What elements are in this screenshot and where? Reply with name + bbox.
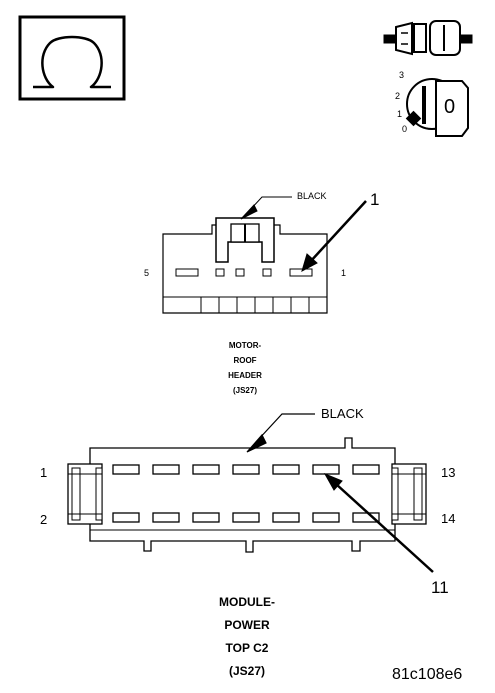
- roof-name-line-3: HEADER: [228, 371, 262, 380]
- ignition-key-label: 0: [444, 96, 456, 118]
- roof-name-line-1: MOTOR-: [228, 341, 262, 350]
- module-name-line-2: POWER: [224, 618, 270, 632]
- roof-callout-number: 1: [370, 190, 380, 209]
- module-pin-bottom-left: 2: [40, 512, 48, 527]
- roof-pin-left: 5: [144, 268, 150, 278]
- module-name-line-3: TOP C2: [225, 641, 269, 655]
- roof-connector-cavities: [175, 268, 313, 277]
- ignition-key-icon: [405, 78, 469, 137]
- roof-pin-right: 1: [341, 268, 347, 278]
- module-black-leader: [246, 413, 315, 453]
- module-connector: [67, 437, 427, 553]
- roof-connector-name: MOTOR- ROOF HEADER (JS27): [205, 338, 285, 398]
- module-callout-arrow: [323, 472, 434, 573]
- roof-name-line-4: (JS27): [232, 386, 257, 395]
- module-pin-top-right: 13: [441, 465, 456, 480]
- module-connector-cavities: [112, 464, 380, 523]
- roof-callout-arrow: [301, 200, 367, 273]
- roof-color-label: BLACK: [297, 191, 327, 201]
- roof-name-line-2: ROOF: [233, 356, 257, 365]
- module-name-line-4: (JS27): [228, 664, 266, 678]
- figure-code: 81c108e6: [392, 666, 463, 683]
- module-pin-bottom-right: 14: [441, 511, 456, 526]
- ignition-position-2: 2: [395, 91, 401, 101]
- ignition-position-3: 3: [399, 70, 405, 80]
- module-pin-top-left: 1: [40, 465, 48, 480]
- module-color-label: BLACK: [321, 406, 364, 421]
- roof-black-leader: [240, 196, 292, 220]
- roof-connector: [162, 217, 328, 314]
- ohm-icon: [18, 15, 126, 101]
- connector-disconnect-icon: [383, 20, 473, 56]
- ignition-position-1: 1: [397, 109, 403, 119]
- ignition-position-0: 0: [402, 124, 408, 134]
- module-connector-name: MODULE- POWER TOP C2 (JS27): [187, 591, 307, 683]
- module-callout-number: 11: [431, 578, 449, 597]
- module-name-line-1: MODULE-: [219, 595, 275, 609]
